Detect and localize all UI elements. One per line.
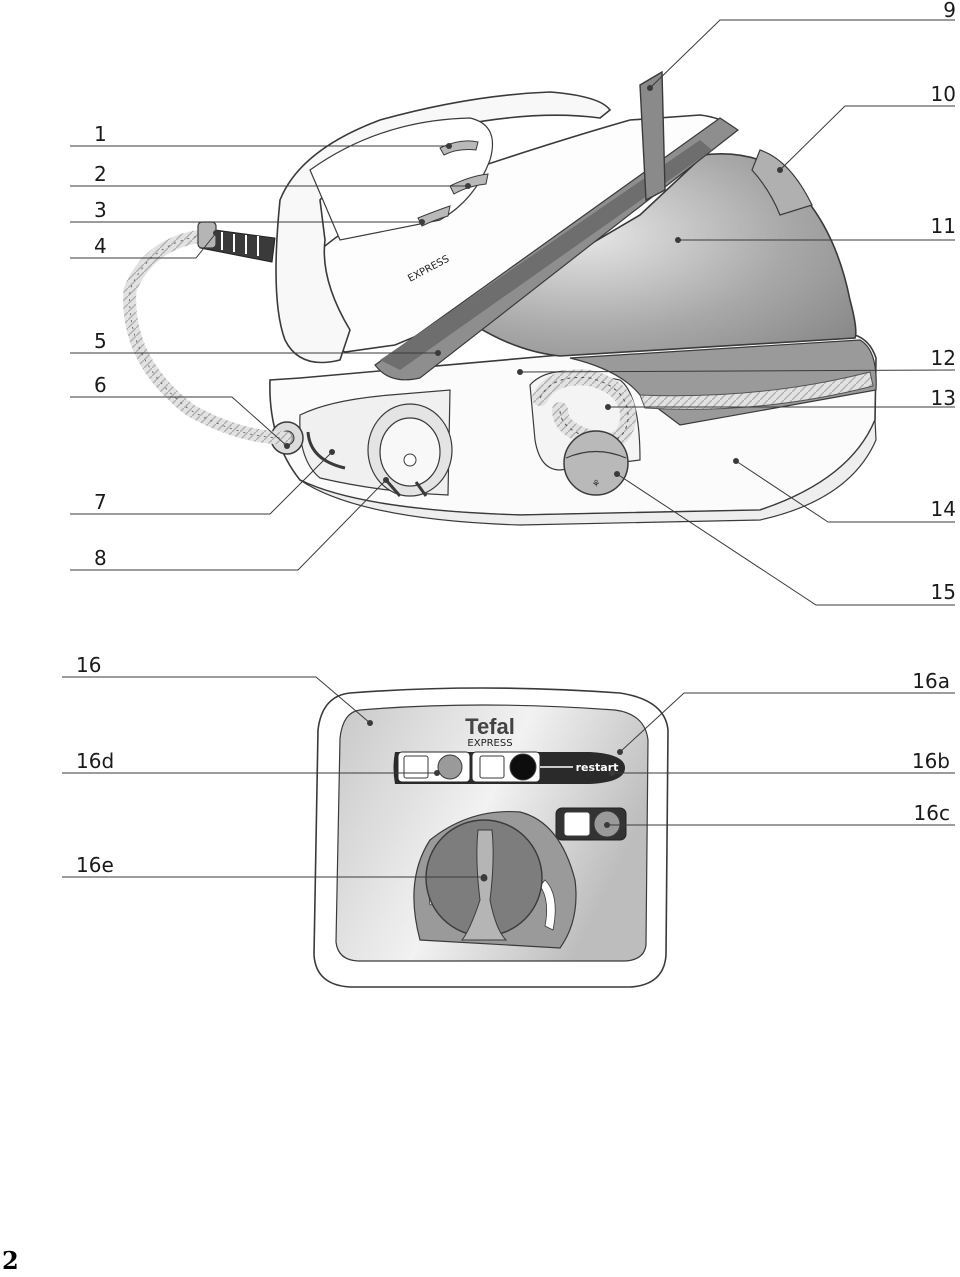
label-3: 3 bbox=[94, 198, 107, 222]
label-1: 1 bbox=[94, 122, 107, 146]
label-14: 14 bbox=[930, 497, 956, 521]
empty-tank-light bbox=[509, 753, 537, 781]
page-number: 2 bbox=[2, 1246, 19, 1275]
label-16d: 16d bbox=[76, 749, 115, 773]
anti-scale-cap-icon bbox=[563, 430, 629, 496]
label-9: 9 bbox=[943, 0, 956, 22]
anti-scale-indicator-icon bbox=[403, 755, 429, 779]
label-16a: 16a bbox=[912, 669, 950, 693]
water-tank-indicator-icon bbox=[479, 755, 505, 779]
label-10: 10 bbox=[930, 82, 956, 106]
label-7: 7 bbox=[94, 490, 107, 514]
label-12: 12 bbox=[930, 346, 956, 370]
leader-dots bbox=[213, 85, 783, 880]
panel-brand-text: Tefal bbox=[465, 714, 515, 739]
restart-button[interactable]: restart bbox=[576, 761, 619, 774]
power-cord bbox=[123, 228, 292, 445]
leader-lines-right bbox=[519, 19, 956, 826]
label-4: 4 bbox=[94, 234, 107, 258]
leader-lines-left bbox=[62, 145, 484, 878]
label-13: 13 bbox=[930, 386, 956, 410]
iron-lock-icon bbox=[639, 70, 666, 202]
control-panel: Tefal EXPRESS restart bbox=[313, 687, 669, 988]
label-16b: 16b bbox=[911, 749, 950, 773]
svg-text:⚘: ⚘ bbox=[592, 479, 601, 490]
steam-iron: EXPRESS bbox=[275, 70, 740, 381]
label-16: 16 bbox=[76, 653, 102, 677]
steam-ready-indicator-icon bbox=[563, 811, 591, 837]
plug-icon bbox=[379, 417, 441, 487]
label-16c: 16c bbox=[913, 801, 950, 825]
label-6: 6 bbox=[94, 373, 107, 397]
label-8: 8 bbox=[94, 546, 107, 570]
label-2: 2 bbox=[94, 162, 107, 186]
panel-model-text: EXPRESS bbox=[467, 738, 512, 749]
label-15: 15 bbox=[930, 580, 956, 604]
label-5: 5 bbox=[94, 329, 107, 353]
anti-scale-light bbox=[437, 754, 463, 780]
label-11: 11 bbox=[930, 214, 956, 238]
label-16e: 16e bbox=[76, 853, 114, 877]
steam-generator-base: ⚘ bbox=[269, 334, 877, 526]
